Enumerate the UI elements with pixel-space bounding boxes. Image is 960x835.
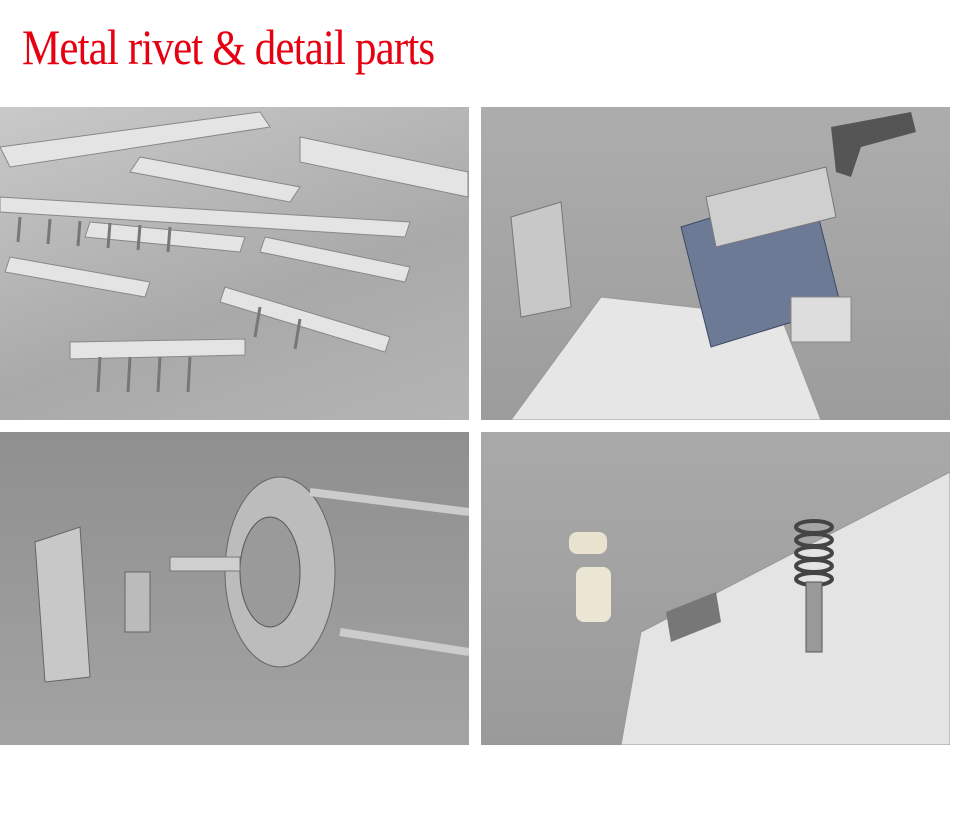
photo-suspension-spring-assembly [481,432,950,745]
photo-brake-disc-assembly [0,432,469,745]
engine-mount-illustration [510,112,916,420]
photo-engine-mount-assembly [481,107,950,420]
photo-rivet-strips [0,107,469,420]
rivet-strips-illustration [0,111,469,393]
brake-disc-illustration [34,476,469,683]
page-title: Metal rivet & detail parts [22,19,435,75]
suspension-spring-illustration [569,471,950,745]
